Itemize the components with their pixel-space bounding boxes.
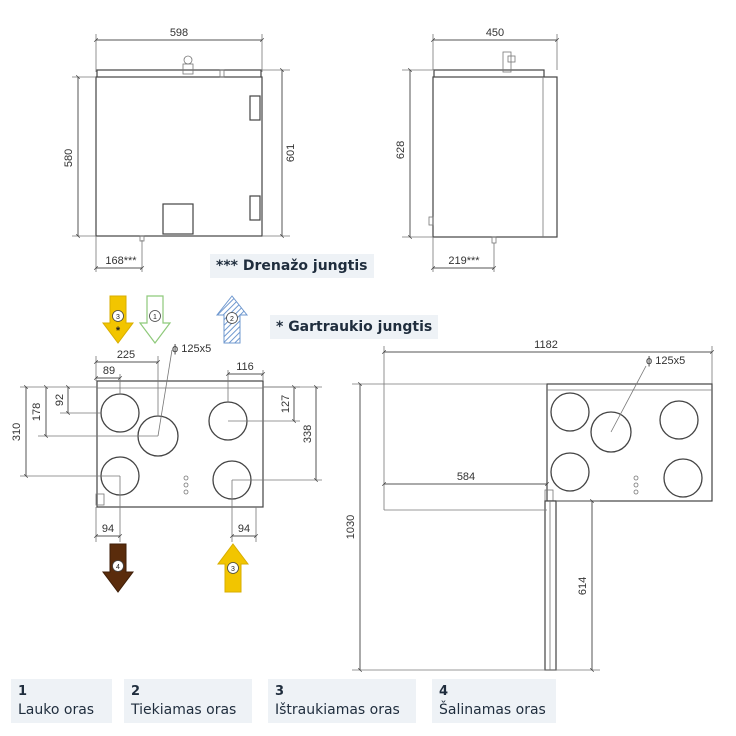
dim-94-left: 94 bbox=[102, 523, 114, 535]
arrow-3-top: 3 * bbox=[102, 295, 134, 344]
legend-label: Šalinamas oras bbox=[439, 702, 546, 718]
install-duct-3 bbox=[659, 400, 699, 440]
arrow-1-number: 1 bbox=[153, 314, 157, 321]
arrow-3b-number: 3 bbox=[231, 566, 235, 573]
wall-bracket bbox=[544, 500, 557, 671]
arrow-2-top: 2 bbox=[215, 295, 249, 344]
legend-number: 2 bbox=[131, 684, 141, 699]
dim-450: 450 bbox=[486, 27, 504, 39]
dim-178: 178 bbox=[31, 403, 43, 421]
dim-94-right: 94 bbox=[238, 523, 250, 535]
arrow-3-bottom: 3 bbox=[217, 543, 249, 593]
dim-584: 584 bbox=[457, 471, 475, 483]
dim-338: 338 bbox=[302, 425, 314, 443]
dim-219: 219*** bbox=[448, 255, 480, 267]
dim-1182: 1182 bbox=[534, 339, 558, 351]
dim-92: 92 bbox=[54, 394, 66, 406]
legend-item-4: 4 Šalinamas oras bbox=[432, 679, 556, 723]
duct-outdoor-air bbox=[100, 393, 140, 433]
dim-225: 225 bbox=[117, 349, 135, 361]
dim-614: 614 bbox=[577, 577, 589, 595]
install-duct-5 bbox=[663, 458, 703, 498]
side-view: 450 628 219*** bbox=[395, 27, 560, 272]
legend-item-1: 1 Lauko oras bbox=[11, 679, 112, 723]
installation-view: 1182 ϕ 125x5 584 1030 614 bbox=[345, 339, 715, 673]
dim-598: 598 bbox=[170, 27, 188, 39]
arrow-4-number: 4 bbox=[116, 564, 120, 571]
legend-number: 1 bbox=[18, 684, 28, 699]
arrow-3-mark: * bbox=[116, 325, 121, 337]
dim-601: 601 bbox=[285, 144, 297, 162]
legend-number: 4 bbox=[439, 684, 449, 699]
drain-connection-note: *** Drenažo jungtis bbox=[210, 254, 374, 278]
legend-label: Tiekiamas oras bbox=[131, 702, 237, 718]
dim-116: 116 bbox=[236, 361, 254, 373]
arrow-3-number: 3 bbox=[116, 314, 120, 321]
dim-310: 310 bbox=[11, 423, 23, 441]
legend-item-3: 3 Ištraukiamas oras bbox=[268, 679, 416, 723]
arrow-1-top: 1 bbox=[138, 295, 172, 344]
front-panel-hatch bbox=[162, 203, 194, 235]
legend-label: Ištraukiamas oras bbox=[275, 702, 400, 718]
front-view: 598 580 601 168*** bbox=[63, 27, 297, 272]
legend-item-2: 2 Tiekiamas oras bbox=[124, 679, 252, 723]
legend-label: Lauko oras bbox=[18, 702, 95, 718]
diameter-label-top: ϕ 125x5 bbox=[172, 343, 211, 355]
install-duct-4 bbox=[550, 452, 590, 492]
dim-127: 127 bbox=[280, 395, 292, 413]
top-view: 225 89 ϕ 125x5 92 178 310 116 127 338 94 bbox=[11, 343, 322, 542]
legend-number: 3 bbox=[275, 684, 285, 699]
install-duct-1 bbox=[550, 392, 590, 432]
dim-168: 168*** bbox=[105, 255, 137, 267]
condensate-connection-note: * Gartraukio jungtis bbox=[270, 315, 439, 339]
dim-628: 628 bbox=[395, 141, 407, 159]
dim-1030: 1030 bbox=[345, 515, 357, 539]
dim-89: 89 bbox=[103, 365, 115, 377]
side-unit-body bbox=[432, 76, 558, 238]
arrow-2-number: 2 bbox=[230, 316, 234, 323]
dim-580: 580 bbox=[63, 149, 75, 167]
diameter-label-install: ϕ 125x5 bbox=[646, 355, 685, 367]
arrow-4-bottom: 4 bbox=[102, 543, 134, 593]
